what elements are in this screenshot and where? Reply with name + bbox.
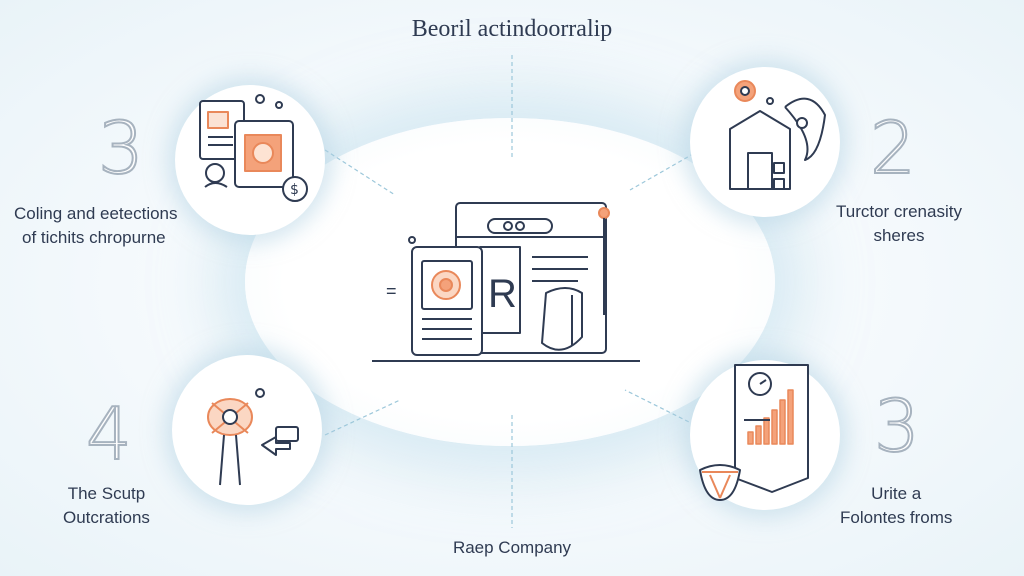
- monitor-letter: R: [488, 272, 517, 316]
- diagram-title: Beoril actindoorralip: [411, 16, 613, 42]
- house-gear-icon: [729, 80, 826, 190]
- label-line: Folontes froms: [840, 508, 953, 527]
- node-label-top-right: Turctor crenasity sheres: [836, 200, 962, 248]
- node-circle-bottom-left: [172, 355, 322, 505]
- label-line: of tichits chropurne: [22, 228, 166, 247]
- node-label-top-left: Coling and eetections of tichits chropur…: [14, 202, 178, 250]
- label-line: Coling and eetections: [14, 204, 178, 223]
- node-circle-bottom-right: [690, 360, 840, 510]
- side-mark: =: [386, 281, 397, 301]
- person-target-icon: [207, 388, 299, 486]
- node-label-bottom-right: Urite a Folontes froms: [840, 482, 952, 530]
- label-line: sheres: [873, 226, 925, 245]
- label-line: The Scutp: [67, 484, 146, 503]
- document-coin-icon: $: [199, 94, 308, 202]
- center-illustration: R =: [360, 185, 650, 375]
- label-line: Turctor crenasity: [836, 202, 962, 221]
- node-circle-top-right: [690, 67, 840, 217]
- chart-basket-icon: [699, 364, 809, 501]
- node-label-bottom-left: The Scutp Outcrations: [63, 482, 150, 530]
- label-line: Urite a: [871, 484, 922, 503]
- step-number-top-left: 3: [97, 106, 145, 190]
- monitor-tablet-icon: R =: [372, 202, 640, 362]
- node-circle-top-left: $: [175, 85, 325, 235]
- center-caption: Raep Company: [452, 538, 572, 557]
- step-number-top-right: 2: [869, 106, 917, 190]
- step-number-bottom-right: 3: [873, 384, 921, 468]
- label-line: Outcrations: [63, 508, 150, 527]
- svg-text:$: $: [290, 182, 299, 198]
- step-number-bottom-left: 4: [85, 392, 133, 476]
